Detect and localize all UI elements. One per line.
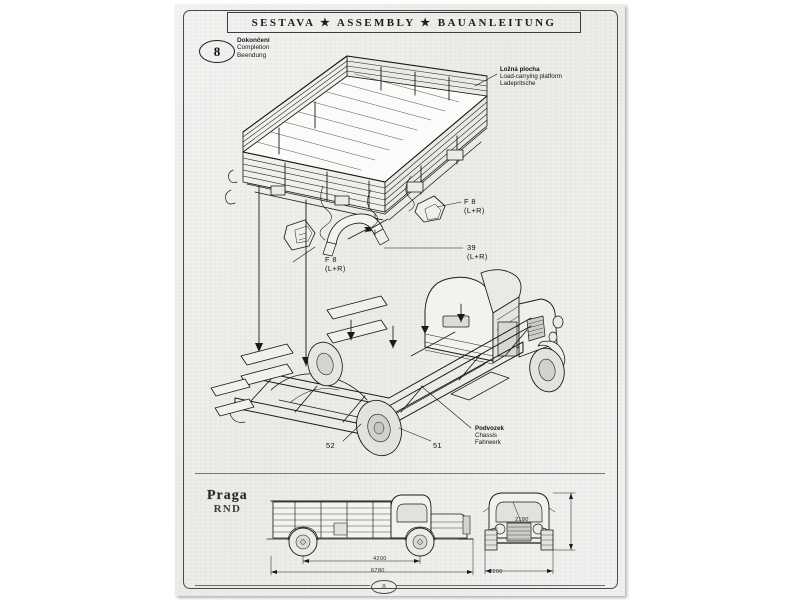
part-label-f8-left-id: F 8: [325, 255, 337, 264]
step-number-text: 8: [213, 43, 221, 59]
brand-block: Praga RND: [207, 488, 248, 515]
leader-line-f8-left: [292, 246, 316, 263]
page-number-text: 8: [382, 583, 386, 591]
step-number-badge: 8: [199, 40, 235, 63]
callout-load-platform: Ložná plocha Load-carrying platform Lade…: [500, 66, 562, 88]
leader-line-chassis: [420, 385, 472, 429]
callout-platform-cs: Ložná plocha: [500, 66, 540, 73]
dimension-wheelbase: 4200: [373, 556, 387, 562]
assembly-arrows-vertical: [255, 185, 376, 367]
section-divider: [195, 473, 605, 474]
finished-vehicle-views: [266, 492, 576, 576]
callout-platform-en: Load-carrying platform: [500, 73, 562, 81]
dim-line-height: [552, 492, 576, 551]
dimension-height: 2180: [515, 517, 529, 523]
dimension-length: 6780: [371, 568, 385, 574]
footer-rule-left: [195, 585, 370, 586]
callout-platform-de: Ladepritsche: [500, 80, 536, 88]
part-label-51: 51: [433, 441, 443, 450]
callout-chassis: Podvozek Chassis Fahrwerk: [475, 425, 504, 447]
step-caption: Dokončení Completion Beendung: [237, 37, 270, 59]
page-border-frame: [183, 10, 618, 589]
dim-line-wheelbase: [302, 555, 421, 565]
dim-line-width: [484, 549, 554, 575]
brand-name: Praga: [207, 488, 248, 503]
leader-line-platform: [474, 73, 498, 87]
part-label-f8-right-side: (L+R): [464, 205, 485, 215]
callout-chassis-cs: Podvozek: [475, 425, 504, 432]
leader-line-51: [398, 427, 432, 442]
part-label-f8-left: F 8 (L+R): [325, 255, 346, 273]
part-label-52: 52: [326, 441, 336, 450]
rear-wheels: [307, 341, 402, 457]
cargo-bed-group: [225, 55, 488, 221]
part-label-f8-left-side: (L+R): [325, 263, 346, 273]
part-label-f8-right: F 8 (L+R): [464, 197, 485, 215]
dim-line-length: [270, 538, 474, 576]
instruction-sheet-page: SESTAVA ★ ASSEMBLY ★ BAUANLEITUNG 8 Doko…: [175, 4, 625, 596]
front-wheel: [529, 347, 565, 393]
step-caption-de: Beendung: [237, 51, 267, 59]
callout-chassis-en: Chassis: [475, 432, 498, 440]
front-view: [482, 492, 576, 575]
chassis-group: [210, 269, 566, 457]
header-title: SESTAVA ★ ASSEMBLY ★ BAUANLEITUNG: [251, 17, 557, 29]
part-label-f8-right-id: F 8: [464, 197, 476, 206]
page-number-badge: 8: [371, 580, 397, 594]
part-label-39-id: 39: [467, 243, 477, 252]
brand-model: RND: [213, 503, 242, 515]
step-caption-cs: Dokončení: [237, 37, 270, 44]
side-view: [266, 494, 474, 576]
assembly-illustration: [210, 55, 566, 457]
step-caption-en: Completion: [237, 44, 270, 52]
callout-chassis-de: Fahrwerk: [475, 439, 501, 447]
part-label-39: 39 (L+R): [467, 243, 488, 261]
fender-parts-group: [283, 175, 446, 257]
part-label-39-side: (L+R): [467, 251, 488, 261]
footer-rule-right: [396, 585, 605, 586]
leader-line-52: [342, 423, 362, 442]
exploded-crossbeams: [210, 295, 388, 417]
header-bar: SESTAVA ★ ASSEMBLY ★ BAUANLEITUNG: [227, 12, 581, 33]
dimension-width: 2200: [489, 569, 503, 575]
leader-line-f8-right: [436, 201, 462, 208]
